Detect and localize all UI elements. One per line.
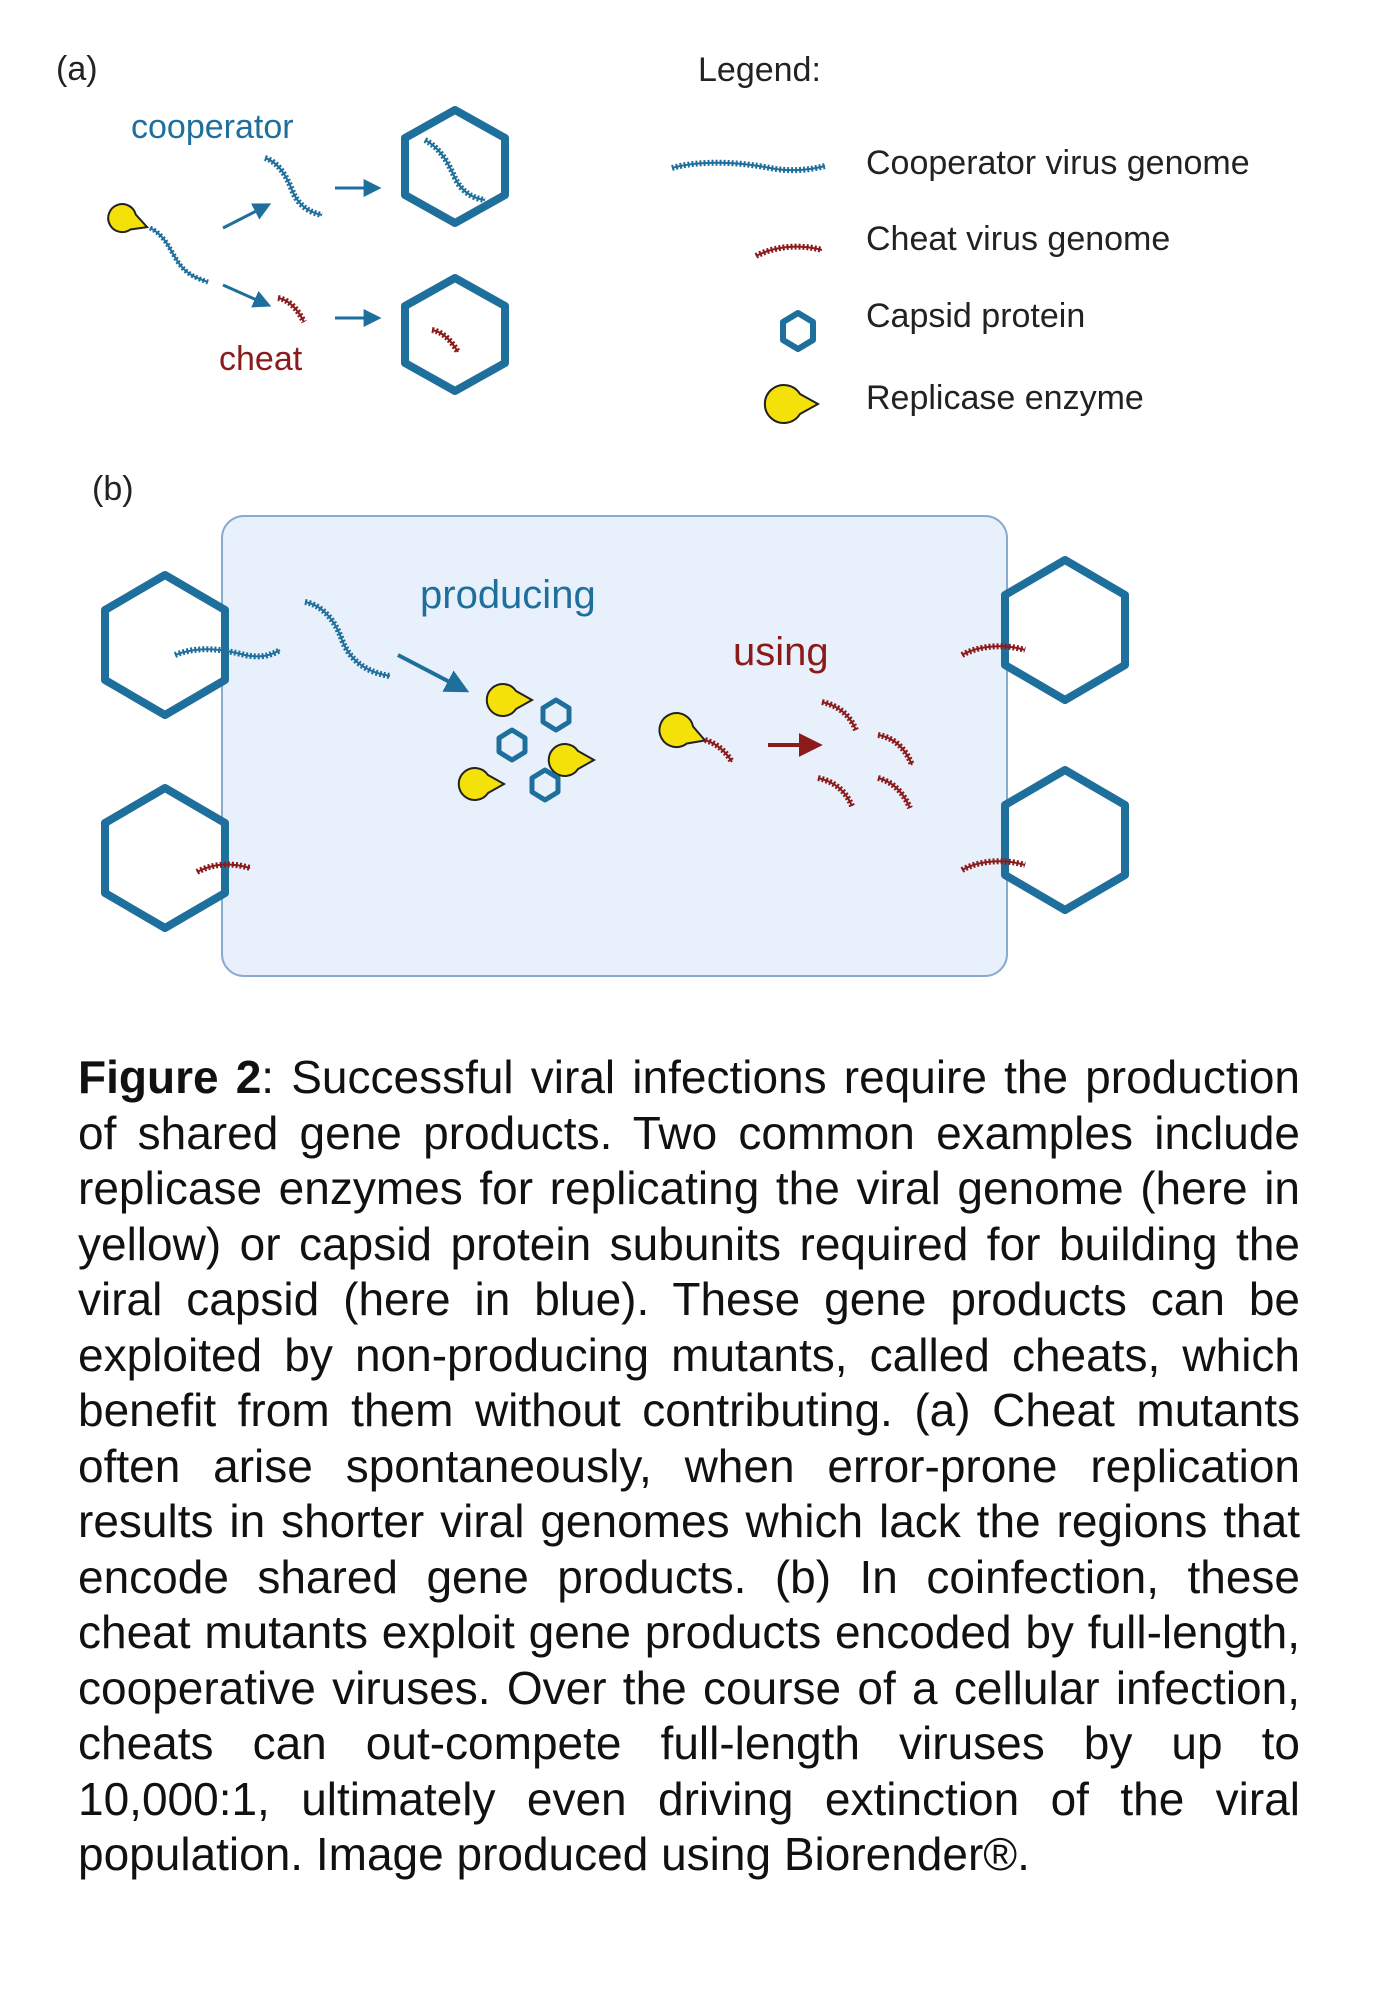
capsid-protein-icon (529, 767, 561, 803)
cheat-genome-icon (821, 699, 859, 732)
legend-label-capsid: Capsid protein (866, 297, 1086, 335)
producing-label: producing (420, 573, 596, 617)
cheat-genome-icon (817, 775, 855, 808)
legend-label-cheat: Cheat virus genome (866, 220, 1171, 258)
legend-cooperator-genome-icon (671, 159, 826, 174)
replicase-enzyme-icon (547, 743, 597, 777)
cheat-genome-icon (877, 732, 915, 767)
cheat-genome-icon (704, 737, 735, 764)
panel-a-label: (a) (56, 50, 98, 88)
arrow-to-cooperator (222, 203, 272, 230)
figure-caption: Figure 2: Successful viral infections re… (78, 1050, 1300, 1883)
capsid-cooperator (401, 106, 509, 227)
arrow-to-cheat (222, 283, 272, 308)
legend-label-replicase: Replicase enzyme (866, 379, 1144, 417)
arrow-producing (397, 653, 470, 693)
figure-diagram (101, 106, 1129, 977)
cheat-genome-icon (277, 295, 307, 324)
legend-capsid-protein-icon (780, 310, 816, 352)
legend-title: Legend: (698, 51, 821, 89)
cooperator-genome-icon (263, 155, 323, 218)
legend-replicase-enzyme-icon (763, 384, 821, 424)
cooperator-label: cooperator (131, 108, 294, 146)
legend-label-cooperator: Cooperator virus genome (866, 144, 1250, 182)
capsid-cooperator-outside (101, 571, 282, 719)
replicase-enzyme-icon (485, 683, 535, 717)
legend-cheat-genome-icon (754, 243, 823, 259)
replicase-enzyme-icon (107, 203, 150, 234)
cooperator-genome-icon (148, 225, 209, 285)
capsid-protein-icon (540, 697, 572, 733)
capsid-right-bottom (960, 766, 1129, 914)
capsid-cheat (401, 274, 509, 395)
caption-text: : Successful viral infections require th… (78, 1051, 1300, 1880)
replicase-enzyme-icon (457, 767, 507, 801)
replicase-enzyme-icon (658, 712, 707, 749)
capsid-protein-icon (496, 727, 528, 763)
cheat-label: cheat (219, 340, 303, 378)
capsid-cheat-outside (101, 784, 251, 932)
capsid-right-top (960, 556, 1129, 704)
panel-b-label: (b) (92, 470, 134, 508)
figure-label: Figure 2 (78, 1051, 262, 1103)
using-label: using (733, 630, 829, 674)
cheat-genome-icon (877, 775, 913, 810)
host-cell (221, 515, 1008, 977)
cooperator-genome-icon (304, 599, 391, 679)
